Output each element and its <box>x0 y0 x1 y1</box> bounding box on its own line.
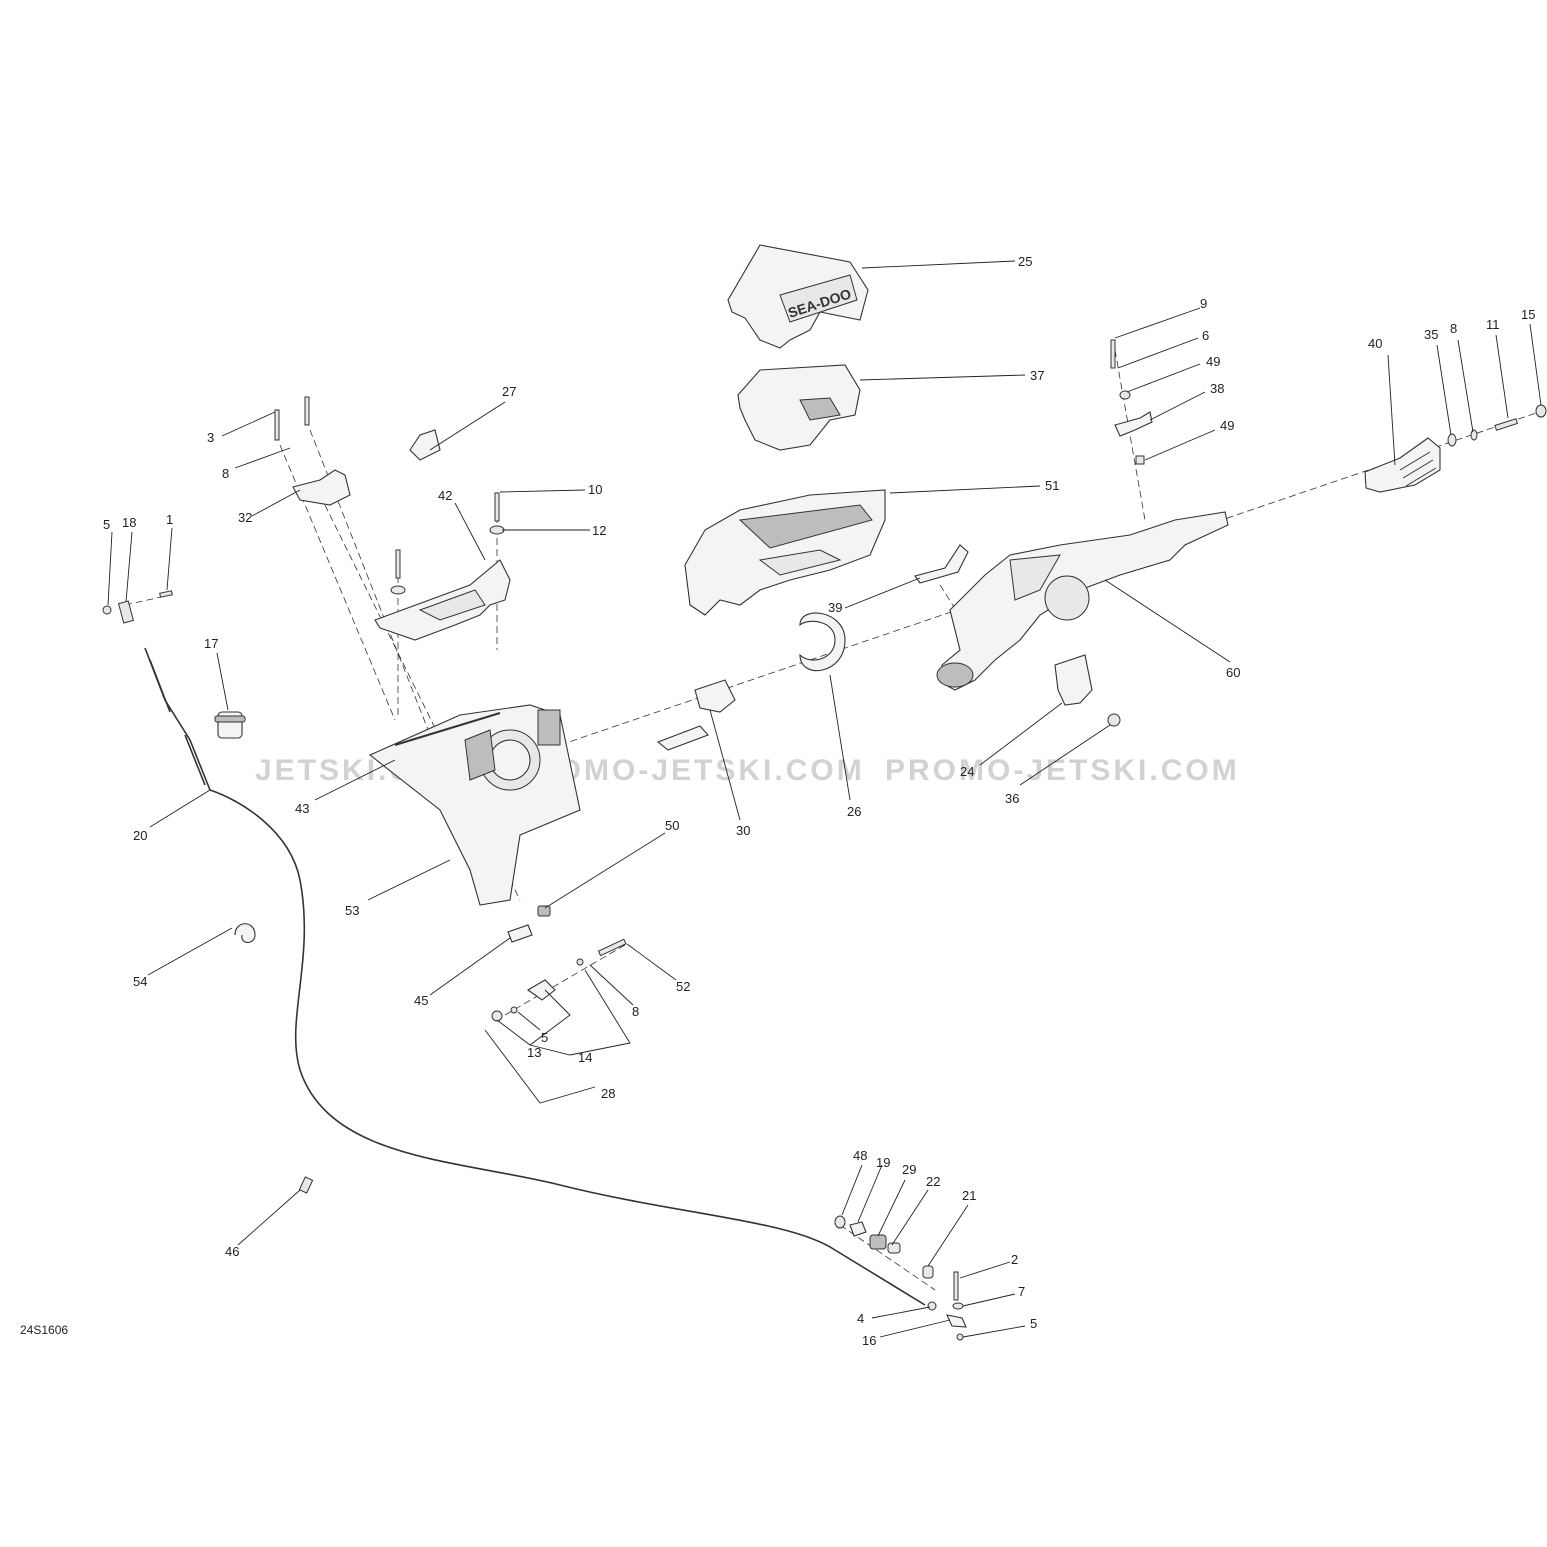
label-part-42: 42 <box>438 488 452 503</box>
diagram-code: 24S1606 <box>20 1323 68 1337</box>
fitting-part <box>298 1176 314 1194</box>
label-part-12: 12 <box>592 523 606 538</box>
label-part-21: 21 <box>962 1188 976 1203</box>
label-part-14: 14 <box>578 1050 592 1065</box>
label-part-18: 18 <box>122 515 136 530</box>
label-part-49-bottom: 49 <box>1220 418 1234 433</box>
cover-part <box>737 364 861 451</box>
adjuster-assembly <box>491 938 627 1022</box>
label-part-48: 48 <box>853 1148 867 1163</box>
label-part-39: 39 <box>828 600 842 615</box>
label-part-46: 46 <box>225 1244 239 1259</box>
label-part-4: 4 <box>857 1311 864 1326</box>
label-part-50: 50 <box>665 818 679 833</box>
label-part-27: 27 <box>502 384 516 399</box>
label-part-8-left: 8 <box>222 466 229 481</box>
label-part-36: 36 <box>1005 791 1019 806</box>
upper-cover-part: SEA-DOO <box>727 244 869 349</box>
label-part-49-top: 49 <box>1206 354 1220 369</box>
label-part-1: 1 <box>166 512 173 527</box>
label-part-13: 13 <box>527 1045 541 1060</box>
label-part-37: 37 <box>1030 368 1044 383</box>
right-hardware <box>1447 404 1547 447</box>
label-part-3: 3 <box>207 430 214 445</box>
label-part-20: 20 <box>133 828 147 843</box>
mounting-plate-part <box>374 559 511 641</box>
label-part-43: 43 <box>295 801 309 816</box>
label-part-30: 30 <box>736 823 750 838</box>
label-part-5-left: 5 <box>103 517 110 532</box>
clip-part <box>914 544 969 584</box>
label-part-35: 35 <box>1424 327 1438 342</box>
stem-handle-end <box>936 662 974 688</box>
label-part-32: 32 <box>238 510 252 525</box>
ring-part <box>799 612 846 672</box>
label-part-7: 7 <box>1018 1284 1025 1299</box>
label-part-8-right: 8 <box>1450 321 1457 336</box>
label-part-29: 29 <box>902 1162 916 1177</box>
grommet-part <box>214 711 246 739</box>
label-part-19: 19 <box>876 1155 890 1170</box>
label-part-15: 15 <box>1521 307 1535 322</box>
lower-housing-hardware <box>507 905 551 943</box>
label-part-25: 25 <box>1018 254 1032 269</box>
label-part-2: 2 <box>1011 1252 1018 1267</box>
housing-part <box>368 704 581 906</box>
control-cable-part <box>144 647 926 1306</box>
steering-stem-part <box>936 511 1229 691</box>
console-part <box>684 489 886 616</box>
label-part-16: 16 <box>862 1333 876 1348</box>
spring-part <box>234 923 256 944</box>
bracket-hardware-top <box>1110 339 1153 465</box>
block-part <box>1054 654 1121 727</box>
label-part-51: 51 <box>1045 478 1059 493</box>
leader-lines <box>107 260 1542 1338</box>
label-part-52: 52 <box>676 979 690 994</box>
label-part-6: 6 <box>1202 328 1209 343</box>
label-part-45: 45 <box>414 993 428 1008</box>
handle-grip-part <box>1364 437 1441 493</box>
label-part-24: 24 <box>960 764 974 779</box>
left-cable-hardware <box>102 590 173 624</box>
label-part-53: 53 <box>345 903 359 918</box>
label-part-60: 60 <box>1226 665 1240 680</box>
part-labels: 25 37 9 6 49 38 49 51 40 35 8 11 15 39 6… <box>103 254 1535 1348</box>
lever-part <box>656 679 736 751</box>
label-part-54: 54 <box>133 974 147 989</box>
label-part-8-mid: 8 <box>632 1004 639 1019</box>
label-part-38: 38 <box>1210 381 1224 396</box>
label-part-5-right: 5 <box>1030 1316 1037 1331</box>
label-part-17: 17 <box>204 636 218 651</box>
label-part-5-mid: 5 <box>541 1030 548 1045</box>
label-part-10: 10 <box>588 482 602 497</box>
watermark-text-3: PROMO-JETSKI.COM <box>885 754 1240 787</box>
label-part-40: 40 <box>1368 336 1382 351</box>
label-part-26: 26 <box>847 804 861 819</box>
label-part-22: 22 <box>926 1174 940 1189</box>
lower-right-hardware <box>834 1215 967 1341</box>
label-part-11: 11 <box>1486 317 1500 332</box>
stem-bore <box>1044 575 1090 621</box>
label-part-9: 9 <box>1200 296 1207 311</box>
label-part-28: 28 <box>601 1086 615 1101</box>
upper-left-hardware <box>274 396 505 595</box>
